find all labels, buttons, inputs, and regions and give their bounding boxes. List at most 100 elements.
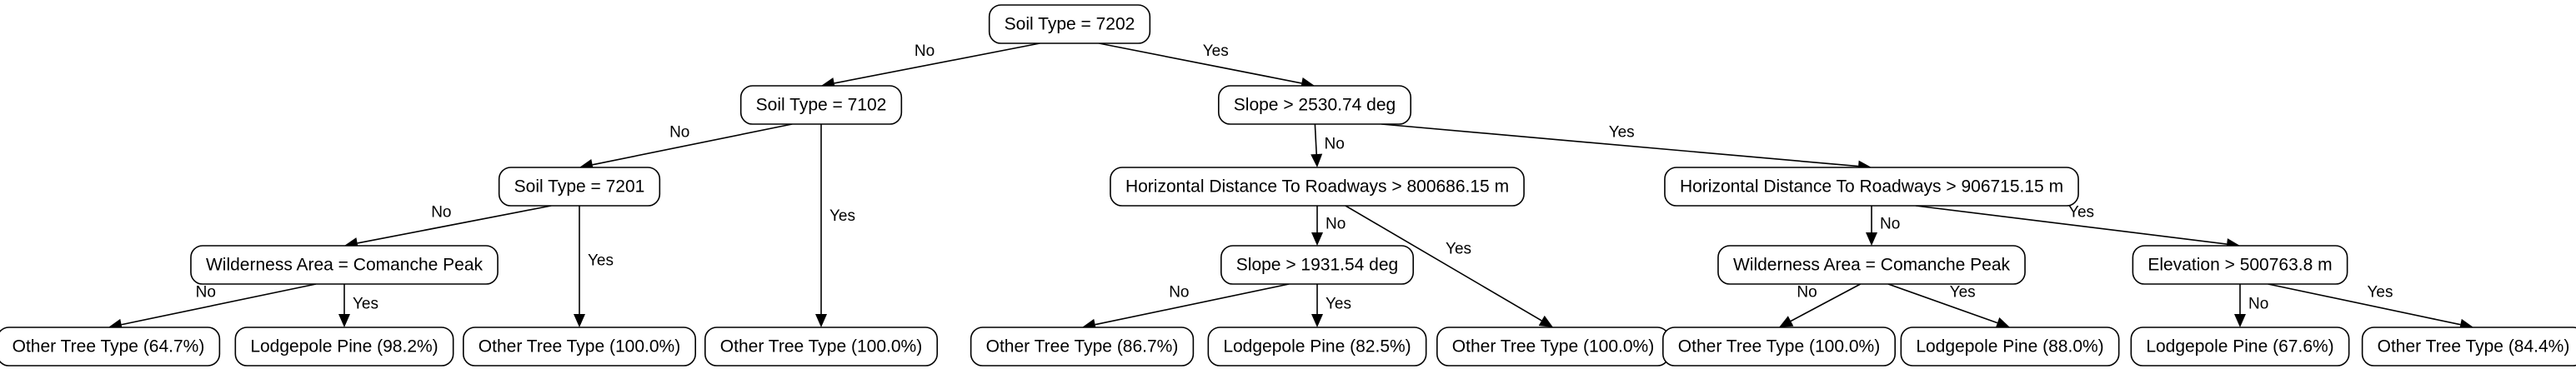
edge-line — [357, 205, 552, 244]
edge: No — [2234, 284, 2268, 327]
edge-line — [1381, 123, 1859, 167]
decision-node: Soil Type = 7201 — [498, 167, 661, 207]
arrowhead — [815, 314, 827, 327]
edge-line — [1099, 42, 1302, 84]
edge-label: No — [1880, 216, 1900, 233]
arrowhead — [1538, 315, 1553, 327]
edge: Yes — [574, 206, 614, 327]
arrowhead — [1311, 153, 1323, 167]
edge: No — [1311, 206, 1346, 246]
edge-label: Yes — [1950, 283, 1976, 301]
edge-line — [1314, 123, 1317, 155]
edge: Yes — [815, 124, 855, 327]
edge: No — [344, 204, 552, 249]
node-label: Lodgepole Pine (98.2%) — [250, 337, 438, 357]
node-label: Slope > 1931.54 deg — [1236, 256, 1398, 275]
edge-line — [2268, 283, 2461, 326]
edge-line — [1790, 283, 1862, 322]
node-label: Soil Type = 7202 — [1005, 15, 1135, 34]
node-label: Wilderness Area = Comanche Peak — [206, 256, 484, 275]
edge-line — [1915, 205, 2228, 245]
node-box — [1717, 245, 2026, 285]
edge-line — [121, 283, 317, 326]
edge-line — [1095, 283, 1290, 326]
leaf-node: Other Tree Type (100.0%) — [1661, 327, 1897, 367]
leaf-node: Other Tree Type (100.0%) — [1436, 327, 1671, 367]
edge-label: Yes — [2068, 204, 2094, 222]
leaf-node: Other Tree Type (100.0%) — [704, 327, 939, 367]
leaf-node: Lodgepole Pine (88.0%) — [1900, 327, 2120, 367]
leaf-node: Other Tree Type (64.7%) — [0, 327, 221, 367]
node-box — [1217, 85, 1412, 125]
edge-label: No — [1325, 135, 1345, 152]
node-label: Other Tree Type (100.0%) — [479, 337, 680, 357]
decision-node: Slope > 2530.74 deg — [1217, 85, 1412, 125]
edge: No — [108, 283, 317, 331]
node-box — [1207, 327, 1427, 367]
node-box — [970, 327, 1195, 367]
node-label: Soil Type = 7102 — [756, 96, 887, 115]
edge: Yes — [2268, 283, 2473, 331]
node-box — [498, 167, 661, 207]
leaf-node: Lodgepole Pine (98.2%) — [234, 327, 454, 367]
decision-node: Horizontal Distance To Roadways > 906715… — [1664, 167, 2079, 207]
edge-label: No — [196, 283, 216, 301]
node-label: Lodgepole Pine (67.6%) — [2146, 337, 2333, 357]
arrowhead — [1311, 232, 1323, 246]
node-box — [988, 4, 1151, 44]
edge-label: No — [915, 42, 935, 60]
node-box — [234, 327, 454, 367]
edge: Yes — [1099, 42, 1315, 89]
node-label: Slope > 2530.74 deg — [1234, 96, 1396, 115]
edge-label: No — [2248, 295, 2268, 312]
edge-label: No — [1326, 216, 1346, 233]
node-label: Elevation > 500763.8 m — [2148, 256, 2332, 275]
edge-label: No — [1169, 283, 1189, 301]
edge-line — [592, 123, 793, 166]
edge-label: No — [669, 123, 689, 141]
decision-node: Soil Type = 7202 — [988, 4, 1151, 44]
decision-node: Wilderness Area = Comanche Peak — [1717, 245, 2026, 285]
node-label: Other Tree Type (100.0%) — [1678, 337, 1880, 357]
edge: No — [1866, 206, 1900, 246]
node-box — [462, 327, 697, 367]
node-label: Other Tree Type (100.0%) — [720, 337, 922, 357]
node-box — [190, 245, 499, 285]
node-label: Soil Type = 7201 — [514, 177, 645, 197]
edge-label: Yes — [1326, 295, 1351, 312]
node-label: Horizontal Distance To Roadways > 906715… — [1680, 177, 2063, 197]
node-box — [0, 327, 221, 367]
arrowhead — [1311, 314, 1323, 327]
arrowhead — [338, 314, 350, 327]
node-box — [2130, 327, 2350, 367]
node-label: Other Tree Type (86.7%) — [986, 337, 1179, 357]
edge: No — [1311, 123, 1345, 167]
edge-label: Yes — [1203, 42, 1229, 60]
node-box — [1661, 327, 1897, 367]
leaf-node: Lodgepole Pine (67.6%) — [2130, 327, 2350, 367]
edge-label: Yes — [1446, 241, 1471, 258]
edge-label: Yes — [829, 207, 855, 225]
arrowhead — [1866, 232, 1877, 246]
node-label: Other Tree Type (100.0%) — [1452, 337, 1654, 357]
edge-line — [834, 42, 1040, 84]
leaf-node: Other Tree Type (84.4%) — [2361, 327, 2576, 367]
edge-line — [1887, 283, 1998, 324]
edge: No — [821, 42, 1040, 89]
arrowhead — [2234, 314, 2246, 327]
node-box — [2361, 327, 2576, 367]
node-box — [1110, 167, 1525, 207]
node-box — [2132, 245, 2348, 285]
node-label: Lodgepole Pine (88.0%) — [1916, 337, 2103, 357]
node-box — [1664, 167, 2079, 207]
decision-node: Soil Type = 7102 — [739, 85, 903, 125]
node-label: Other Tree Type (84.4%) — [2378, 337, 2570, 357]
edge-label: Yes — [1609, 123, 1635, 141]
node-box — [1900, 327, 2120, 367]
edge-label: Yes — [353, 295, 378, 312]
decision-node: Horizontal Distance To Roadways > 800686… — [1110, 167, 1525, 207]
node-label: Wilderness Area = Comanche Peak — [1733, 256, 2011, 275]
edge: No — [1082, 283, 1290, 331]
